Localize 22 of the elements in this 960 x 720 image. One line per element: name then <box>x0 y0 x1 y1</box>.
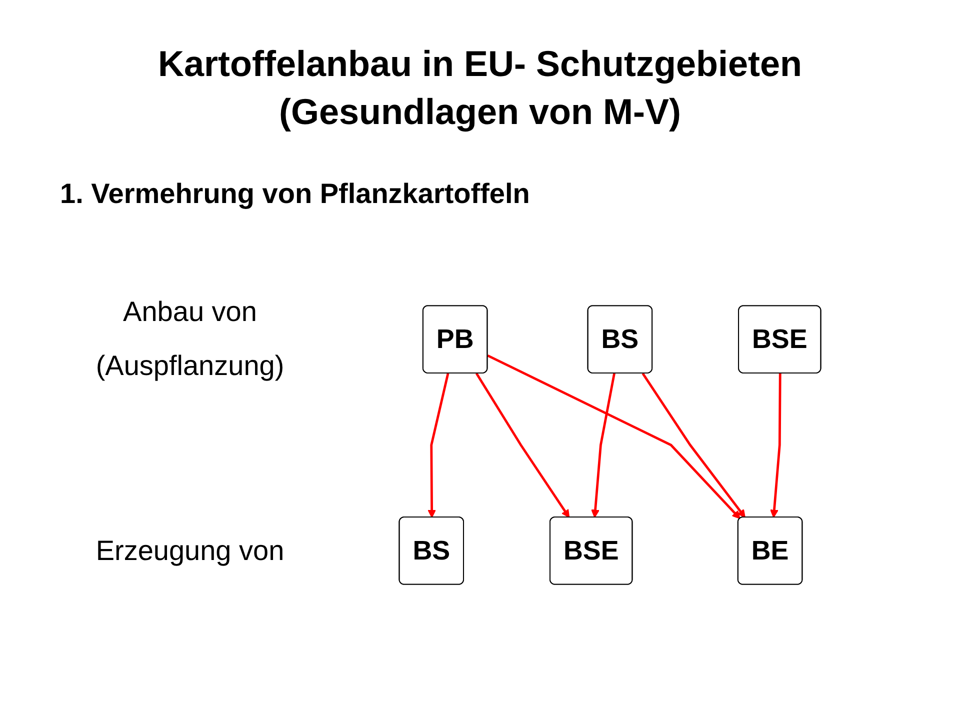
node-label: BS <box>601 322 639 356</box>
section-heading: 1. Vermehrung von Pflanzkartoffeln <box>60 177 530 211</box>
arrow <box>642 372 746 518</box>
rounded-box <box>737 516 803 585</box>
rounded-box <box>398 516 464 585</box>
rounded-box <box>422 305 488 374</box>
title: Kartoffelanbau in EU- Schutzgebieten (Gesundlagen von M-V) <box>156 42 804 134</box>
row-label: Anbau von (Auspflanzung) <box>94 295 286 384</box>
arrow <box>591 373 616 518</box>
rounded-box <box>738 305 822 374</box>
node-label: BSE <box>752 322 808 356</box>
arrow <box>428 373 450 518</box>
node-label: PB <box>436 322 474 356</box>
node-label: BSE <box>563 534 619 568</box>
arrow <box>487 354 740 520</box>
node-label: BE <box>751 534 789 568</box>
row-label: Erzeugung von <box>94 534 286 568</box>
rounded-box <box>550 516 633 585</box>
arrow <box>475 372 570 518</box>
node-label: BS <box>412 534 450 568</box>
arrow <box>770 373 782 518</box>
rounded-box <box>587 305 653 374</box>
